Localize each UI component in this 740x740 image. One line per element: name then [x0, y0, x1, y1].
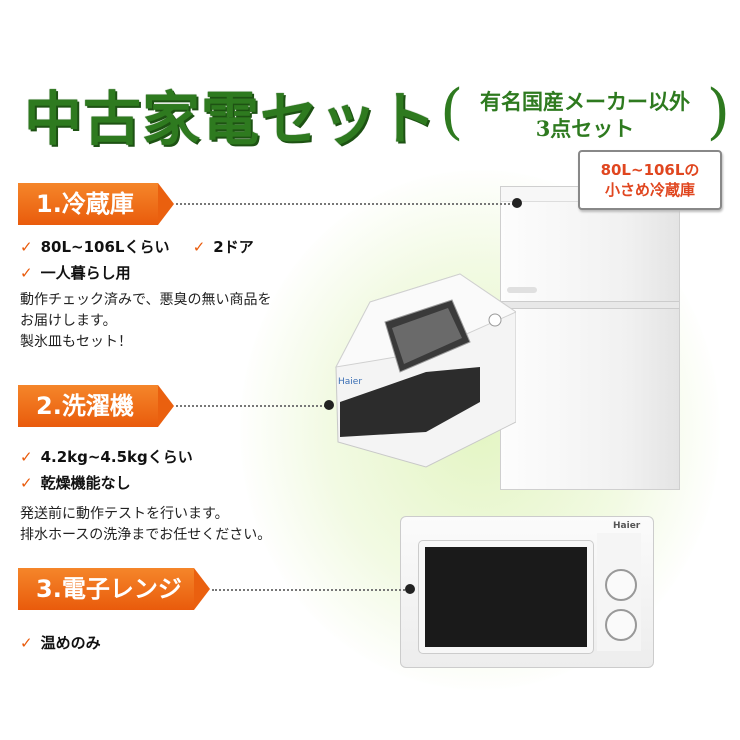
check-icon: ✓ — [20, 474, 33, 492]
right-paren: ) — [706, 77, 730, 147]
microwave-logo: Haier — [613, 521, 641, 531]
microwave-image: Haier — [400, 516, 654, 668]
leader-dot-washer — [324, 400, 334, 410]
left-paren: ( — [440, 77, 464, 147]
leader-line-microwave — [212, 589, 408, 591]
leader-line-washer — [176, 405, 326, 407]
leader-dot-fridge — [512, 198, 522, 208]
check-icon: ✓ — [20, 264, 33, 282]
section-heading-washer: 2.洗濯機 — [18, 385, 174, 427]
check-item: ✓一人暮らし用 — [20, 264, 131, 282]
subtitle: 有名国産メーカー以外 3点セット — [464, 88, 706, 142]
fridge-description: 動作チェック済みで、悪臭の無い商品を お届けします。 製氷皿もセット！ — [20, 292, 272, 350]
check-icon: ✓ — [20, 448, 33, 466]
check-item: ✓4.2kg~4.5kgくらい — [20, 448, 193, 466]
leader-dot-microwave — [405, 584, 415, 594]
leader-line-fridge — [176, 203, 514, 205]
badge-line1: 80L~106Lの — [600, 161, 700, 179]
washer-logo: Haier — [338, 377, 362, 387]
check-icon: ✓ — [192, 238, 206, 256]
check-item: ✓温めのみ — [20, 634, 101, 652]
refrigerator-image — [500, 186, 680, 490]
section-heading-microwave: 3.電子レンジ — [18, 568, 210, 610]
washer-description: 発送前に動作テストを行います。 排水ホースの洗浄までお任せください。 — [20, 506, 272, 543]
washing-machine-image: Haier — [335, 273, 516, 468]
check-item: ✓80L~106Lくらい ✓2ドア — [20, 238, 254, 256]
subtitle-line1: 有名国産メーカー以外 — [480, 89, 690, 114]
subtitle-block: ( 有名国産メーカー以外 3点セット ) — [440, 80, 730, 148]
page-title: 中古家電セット — [24, 85, 438, 153]
check-icon: ✓ — [20, 238, 33, 256]
fridge-size-badge: 80L~106Lの 小さめ冷蔵庫 — [578, 150, 722, 210]
badge-line2: 小さめ冷蔵庫 — [604, 181, 695, 199]
check-item: ✓乾燥機能なし — [20, 474, 131, 492]
subtitle-line2: 3点セット — [535, 116, 635, 141]
check-icon: ✓ — [20, 634, 33, 652]
section-heading-fridge: 1.冷蔵庫 — [18, 183, 174, 225]
